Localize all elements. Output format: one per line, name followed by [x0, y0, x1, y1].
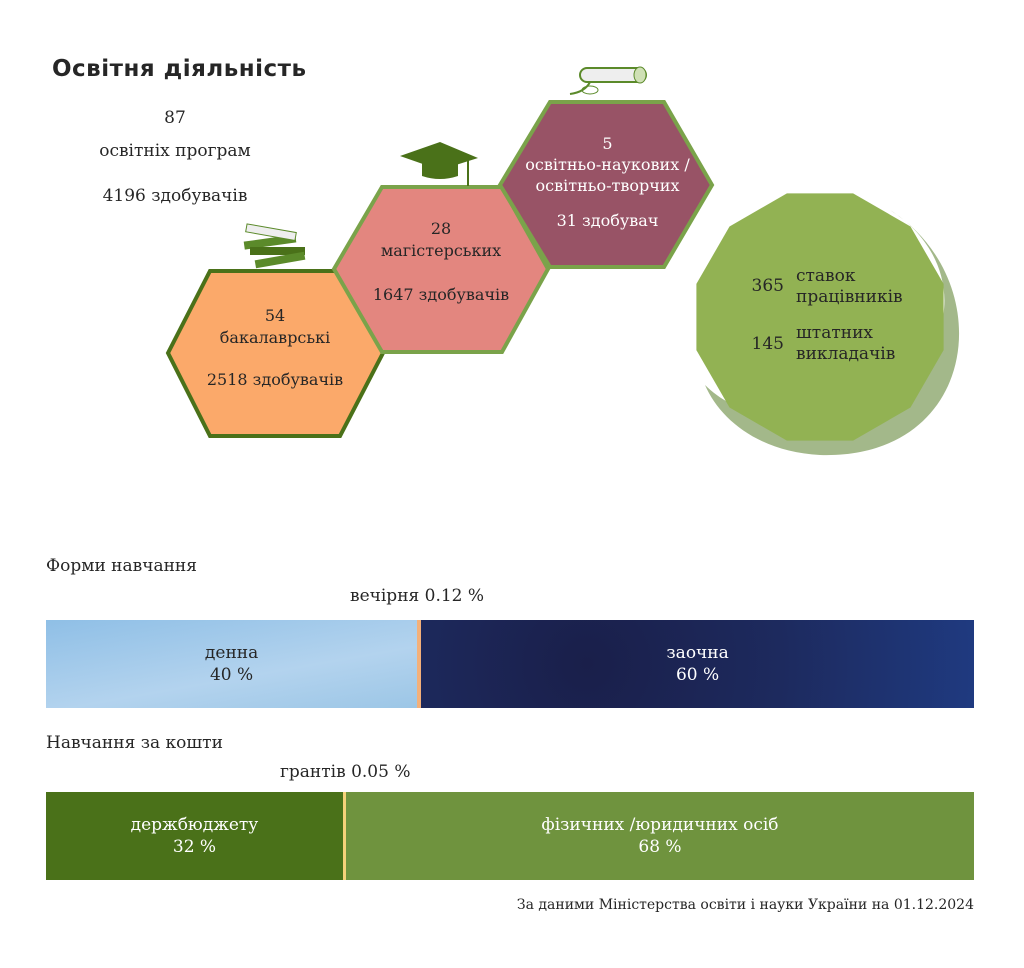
bar-segment-fulltime: денна 40 %: [46, 620, 418, 708]
staff-teachers-label: штатних викладачів: [796, 323, 896, 364]
private-label: фізичних /юридичних осіб: [541, 815, 779, 835]
funding-bar: держбюджету 32 % фізичних /юридичних осі…: [46, 792, 974, 880]
doctoral-students: 31 здобувач: [556, 211, 659, 230]
bachelor-students: 2518 здобувачів: [206, 370, 344, 389]
doctoral-count: 5: [602, 134, 613, 153]
state-budget-value: 32 %: [172, 837, 217, 857]
hex-master: [331, 185, 551, 354]
doctoral-label: освітньо-наукових / освітньо-творчих: [525, 155, 690, 195]
private-value: 68 %: [638, 837, 682, 857]
state-budget-label: держбюджету: [130, 815, 259, 835]
study-forms-title: Форми навчання: [46, 556, 197, 576]
graduation-cap-icon: [400, 142, 478, 186]
study-forms-bar: денна 40 % заочна 60 %: [46, 620, 974, 708]
infographic-shapes: [165, 66, 960, 456]
bar-segment-extramural: заочна 60 %: [421, 620, 974, 708]
staff-positions-count: 365: [751, 276, 784, 296]
hex-master-text: 28 магістерських 1647 здобувачів: [356, 218, 526, 306]
funding-title: Навчання за кошти: [46, 733, 223, 753]
bar-segment-evening: [417, 620, 422, 708]
staff-positions-label: ставок працівників: [796, 266, 903, 307]
hex-doctoral: [497, 100, 715, 269]
bar-segment-private: фізичних /юридичних осіб 68 %: [345, 792, 974, 880]
programs-count: 87: [164, 108, 186, 128]
master-students: 1647 здобувачів: [372, 285, 510, 304]
programs-label: освітніх програм: [99, 141, 251, 161]
evening-annotation: вечірня 0.12 %: [350, 586, 485, 606]
bachelor-label: бакалаврські: [219, 328, 331, 347]
bar-segment-grants: [342, 792, 346, 880]
fulltime-value: 40 %: [209, 665, 254, 685]
grants-annotation: грантів 0.05 %: [280, 762, 411, 782]
bachelor-count: 54: [264, 306, 286, 325]
staff-teachers-count: 145: [751, 334, 784, 354]
hex-doctoral-text: 5 освітньо-наукових / освітньо-творчих 3…: [515, 133, 700, 231]
hex-bachelor-text: 54 бакалаврські 2518 здобувачів: [190, 305, 360, 391]
bar-segment-state-budget: держбюджету 32 %: [46, 792, 343, 880]
staff-dodecagon: [696, 193, 944, 441]
extramural-value: 60 %: [675, 665, 720, 685]
master-count: 28: [430, 219, 452, 238]
footnote: За даними Міністерства освіти і науки Ук…: [516, 897, 974, 913]
extramural-label: заочна: [666, 643, 729, 663]
diploma-scroll-icon: [569, 66, 647, 95]
master-label: магістерських: [380, 241, 502, 260]
fulltime-label: денна: [204, 643, 259, 663]
books-icon: [243, 223, 306, 269]
students-total: 4196 здобувачів: [102, 186, 248, 206]
page-title: Освітня діяльність: [52, 56, 307, 82]
